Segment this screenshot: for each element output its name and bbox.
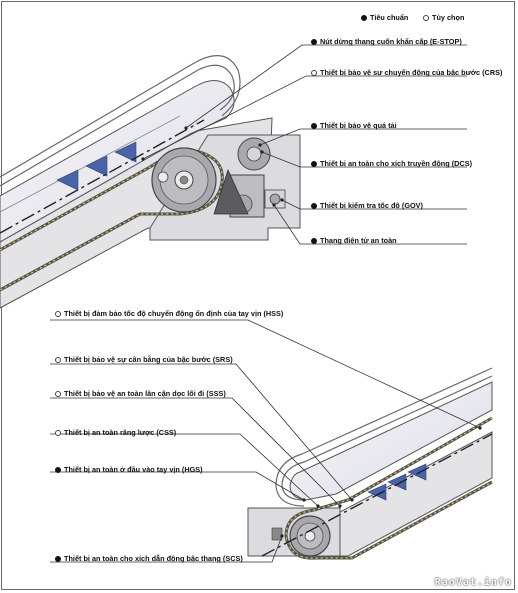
optional-dot-icon bbox=[55, 311, 61, 317]
label-electronic-safety: Thang điện tử an toàn bbox=[311, 236, 397, 245]
label-scs: Thiết bị an toàn cho xích dẫn động bậc t… bbox=[55, 554, 243, 563]
label-text: Thiết bị an toàn cho xích dẫn động bậc t… bbox=[64, 554, 243, 563]
label-text: Thiết bị an toàn ở đầu vào tay vịn (HGS) bbox=[64, 465, 203, 474]
label-hss: Thiết bị đảm bảo tốc độ chuyển động ổn đ… bbox=[55, 309, 283, 318]
label-text: Nút dừng thang cuốn khẩn cấp (E-STOP) bbox=[320, 37, 462, 46]
label-dcs: Thiết bị an toàn cho xích truyền động (D… bbox=[311, 159, 472, 168]
legend-standard: Tiêu chuẩn bbox=[361, 13, 408, 22]
label-text: Thiết bị bảo vệ sự chuyển động của bậc b… bbox=[320, 68, 503, 77]
optional-dot-icon bbox=[423, 15, 429, 21]
standard-dot-icon bbox=[311, 161, 317, 167]
standard-dot-icon bbox=[311, 39, 317, 45]
label-text: Thiết bị an toàn cho xích truyền động (D… bbox=[320, 159, 473, 168]
label-text: Thang điện tử an toàn bbox=[320, 236, 397, 245]
standard-dot-icon bbox=[55, 467, 61, 473]
label-text: Thiết bị bảo vệ an toàn lăn cận dọc lối … bbox=[64, 389, 226, 398]
label-text: Thiết bị bảo vệ quá tải bbox=[320, 121, 397, 130]
label-overload: Thiết bị bảo vệ quá tải bbox=[311, 121, 397, 130]
label-gov: Thiết bị kiểm tra tốc độ (GOV) bbox=[311, 201, 423, 210]
label-text: Thiết bị bảo vệ sự cân bằng của bậc bước… bbox=[64, 355, 233, 364]
label-text: Thiết bị kiểm tra tốc độ (GOV) bbox=[320, 201, 423, 210]
bottom-leader-lines bbox=[50, 319, 481, 563]
optional-dot-icon bbox=[55, 391, 61, 397]
optional-dot-icon bbox=[55, 430, 61, 436]
bottom-escalator bbox=[247, 367, 493, 560]
legend-optional: Tùy chọn bbox=[423, 13, 464, 22]
label-crs: Thiết bị bảo vệ sự chuyển động của bậc b… bbox=[311, 68, 502, 77]
top-leader-lines bbox=[142, 44, 467, 245]
standard-dot-icon bbox=[311, 123, 317, 129]
label-srs: Thiết bị bảo vệ sự cân bằng của bậc bước… bbox=[55, 355, 233, 364]
optional-dot-icon bbox=[311, 70, 317, 76]
label-text: Thiết bị đảm bảo tốc độ chuyển động ổn đ… bbox=[64, 309, 284, 318]
optional-dot-icon bbox=[55, 357, 61, 363]
legend-optional-label: Tùy chọn bbox=[432, 13, 465, 22]
standard-dot-icon bbox=[311, 238, 317, 244]
legend-standard-label: Tiêu chuẩn bbox=[370, 13, 409, 22]
label-text: Thiết bị an toàn răng lược (CSS) bbox=[64, 428, 177, 437]
watermark: RaoVat.info bbox=[434, 577, 512, 588]
label-sss: Thiết bị bảo vệ an toàn lăn cận dọc lối … bbox=[55, 389, 226, 398]
standard-dot-icon bbox=[361, 15, 367, 21]
top-escalator bbox=[0, 55, 301, 309]
label-hgs: Thiết bị an toàn ở đầu vào tay vịn (HGS) bbox=[55, 465, 203, 474]
bottom-leader-dots bbox=[280, 426, 482, 538]
top-leader-dots bbox=[141, 126, 284, 207]
label-estop: Nút dừng thang cuốn khẩn cấp (E-STOP) bbox=[311, 37, 462, 46]
standard-dot-icon bbox=[311, 203, 317, 209]
standard-dot-icon bbox=[55, 556, 61, 562]
label-css: Thiết bị an toàn răng lược (CSS) bbox=[55, 428, 176, 437]
